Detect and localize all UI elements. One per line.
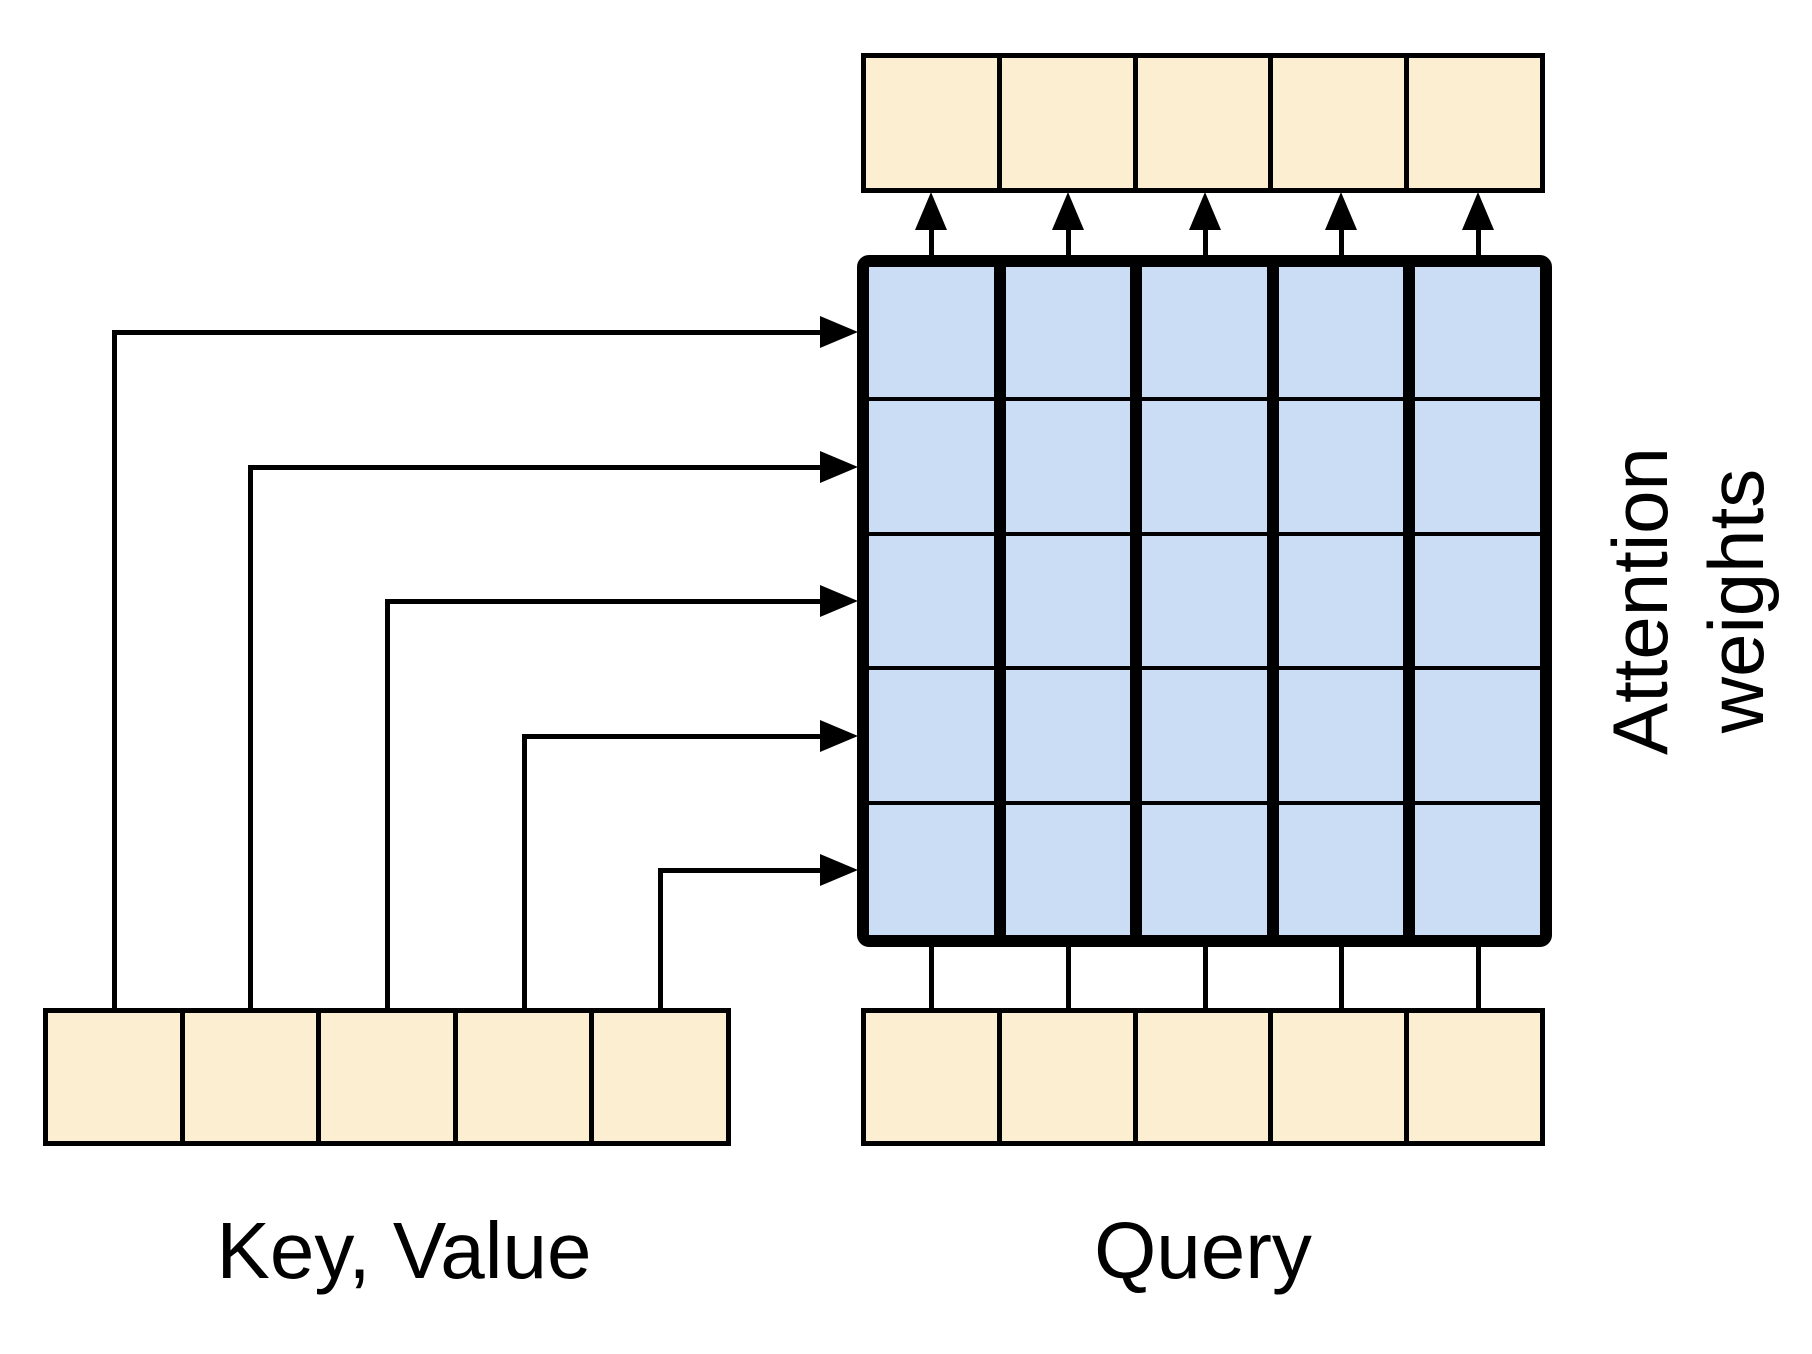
query-cell <box>1268 1013 1405 1141</box>
query-connector-line <box>1202 940 1208 1012</box>
query-connector-line <box>1065 940 1071 1012</box>
output-cell <box>996 58 1133 188</box>
up-arrow-stem <box>928 228 934 260</box>
key-value-arrow-head <box>820 854 858 886</box>
attention-weight-cell <box>869 670 994 801</box>
attention-weight-cell <box>1005 535 1131 667</box>
attention-weight-cell <box>1142 804 1267 936</box>
attention-weight-cell <box>1142 267 1267 398</box>
attention-weights-label-line2: weights <box>1692 468 1780 734</box>
attention-weights-label: Attention weights <box>1588 371 1788 831</box>
output-row <box>861 53 1545 193</box>
attention-matrix-column <box>1005 267 1131 936</box>
key-value-connector-horizontal <box>111 329 821 335</box>
attention-weight-cell <box>869 267 994 398</box>
key-value-connector-vertical <box>384 598 390 1012</box>
output-cell <box>1404 58 1540 188</box>
key-value-arrow-head <box>820 585 858 617</box>
query-connector-line <box>1338 940 1344 1012</box>
attention-weight-cell <box>1005 401 1131 532</box>
query-cell <box>866 1013 997 1141</box>
attention-matrix-column <box>1278 267 1404 936</box>
up-arrow-stem <box>1065 228 1071 260</box>
query-connector-line <box>1475 940 1481 1012</box>
attention-weight-cell <box>1278 804 1404 936</box>
attention-weight-cell <box>869 401 994 532</box>
attention-weight-cell <box>1142 401 1267 532</box>
up-arrow-stem <box>1202 228 1208 260</box>
attention-weight-cell <box>1415 267 1540 398</box>
attention-weight-cell <box>1415 535 1540 667</box>
up-arrow-head <box>1325 192 1357 230</box>
key-value-cell <box>316 1013 453 1141</box>
attention-weight-cell <box>1278 267 1404 398</box>
key-value-connector-horizontal <box>657 867 821 873</box>
up-arrow-stem <box>1475 228 1481 260</box>
key-value-connector-horizontal <box>521 733 821 739</box>
key-value-cell <box>179 1013 317 1141</box>
key-value-connector-vertical <box>521 733 527 1012</box>
attention-weights-label-line1: Attention <box>1596 447 1684 755</box>
attention-weight-cell <box>1278 535 1404 667</box>
key-value-connector-vertical <box>111 329 117 1012</box>
key-value-connector-horizontal <box>384 598 821 604</box>
attention-weight-cell <box>1142 670 1267 801</box>
key-value-cell <box>452 1013 590 1141</box>
key-value-connector-horizontal <box>247 464 821 470</box>
key-value-connector-vertical <box>657 867 663 1012</box>
attention-weight-cell <box>869 804 994 936</box>
output-cell <box>1268 58 1405 188</box>
attention-weight-cell <box>1415 804 1540 936</box>
attention-matrix-column <box>1142 267 1267 936</box>
key-value-label: Key, Value <box>216 1206 592 1295</box>
attention-weight-cell <box>1005 804 1131 936</box>
query-label: Query <box>1094 1206 1312 1295</box>
query-cell <box>996 1013 1133 1141</box>
query-row <box>861 1008 1545 1146</box>
key-value-cell <box>48 1013 180 1141</box>
query-connector-line <box>928 940 934 1012</box>
attention-weight-cell <box>1005 670 1131 801</box>
attention-matrix-column <box>1415 267 1540 936</box>
up-arrow-head <box>1052 192 1084 230</box>
query-cell <box>1404 1013 1540 1141</box>
key-value-arrow-head <box>820 316 858 348</box>
up-arrow-head <box>1462 192 1494 230</box>
query-cell <box>1132 1013 1269 1141</box>
key-value-arrow-head <box>820 451 858 483</box>
attention-weight-cell <box>1278 401 1404 532</box>
key-value-arrow-head <box>820 720 858 752</box>
attention-weight-cell <box>869 535 994 667</box>
output-cell <box>1132 58 1269 188</box>
attention-weight-cell <box>1415 670 1540 801</box>
key-value-row <box>43 1008 731 1146</box>
attention-weight-cell <box>1415 401 1540 532</box>
key-value-cell <box>589 1013 726 1141</box>
attention-weight-cell <box>1005 267 1131 398</box>
attention-weight-cell <box>1142 535 1267 667</box>
up-arrow-head <box>1189 192 1221 230</box>
attention-weights-matrix <box>857 255 1552 947</box>
up-arrow-head <box>915 192 947 230</box>
key-value-connector-vertical <box>247 464 253 1012</box>
up-arrow-stem <box>1338 228 1344 260</box>
attention-weight-cell <box>1278 670 1404 801</box>
attention-matrix-column <box>869 267 994 936</box>
output-cell <box>866 58 997 188</box>
